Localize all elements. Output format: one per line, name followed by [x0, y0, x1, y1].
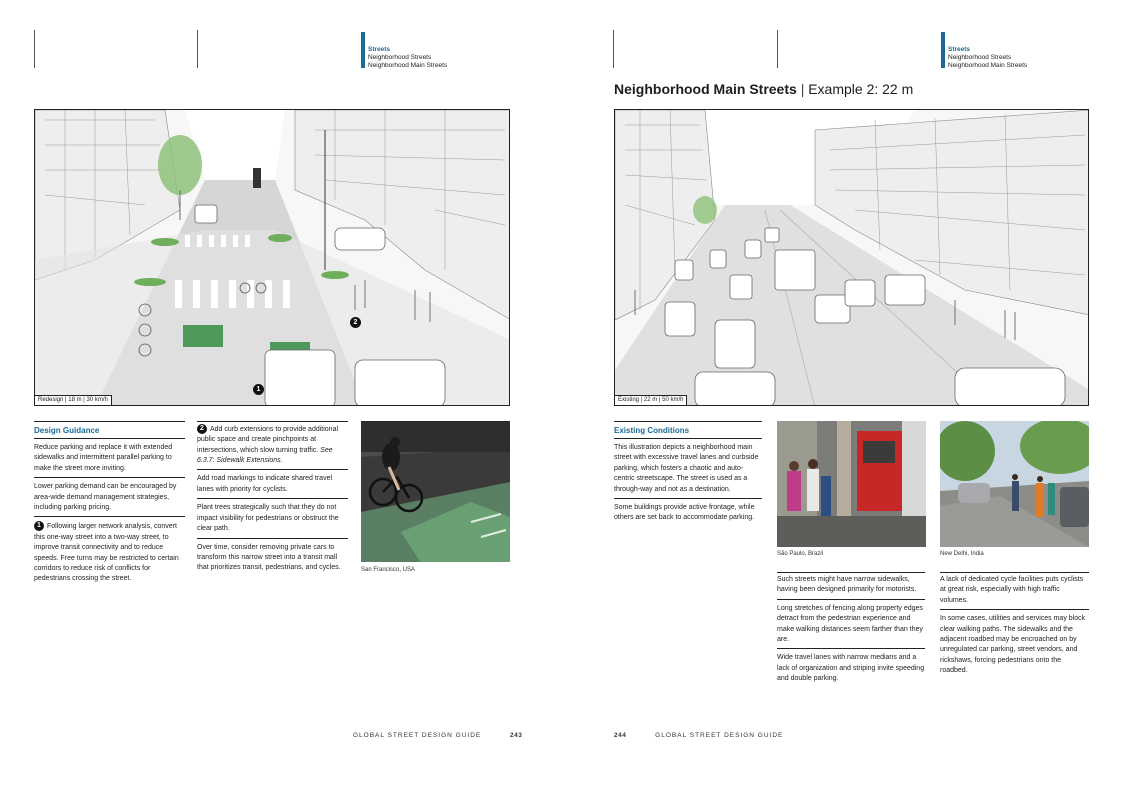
- conditions-paragraph: Some buildings provide active frontage, …: [614, 504, 755, 522]
- existing-illustration: Existing | 22 m | 50 km/h: [614, 109, 1089, 406]
- observation-paragraph: A lack of dedicated cycle facilities put…: [940, 572, 1089, 611]
- street-drawing: [615, 110, 1088, 405]
- observations-column-2: A lack of dedicated cycle facilities put…: [940, 572, 1089, 683]
- observation-paragraph: Such streets might have narrow sidewalks…: [777, 572, 925, 600]
- cyclist-photo: [361, 421, 510, 562]
- callout-marker-1: 1: [253, 384, 264, 395]
- observation-paragraph: Long stretches of fencing along property…: [777, 603, 925, 650]
- margin-rule: [777, 30, 778, 68]
- margin-rule: [197, 30, 198, 68]
- observation-paragraph: In some cases, utilities and services ma…: [940, 615, 1086, 675]
- tab-line1: Neighborhood Streets: [368, 54, 432, 61]
- footer-guide-title: GLOBAL STREET DESIGN GUIDE: [353, 732, 482, 739]
- title-sub: Example 2: 22 m: [808, 81, 914, 97]
- observation-paragraph: Wide travel lanes with narrow medians an…: [777, 654, 925, 683]
- design-guidance-heading: Design Guidance: [34, 421, 185, 439]
- photo-caption: New Delhi, India: [940, 551, 984, 557]
- design-guidance-column: Design Guidance Reduce parking and repla…: [34, 421, 185, 591]
- margin-rule: [34, 30, 35, 68]
- callout-marker-2: 2: [350, 317, 361, 328]
- new-delhi-photo: [940, 421, 1089, 547]
- observations-column-1: Such streets might have narrow sidewalks…: [777, 572, 925, 691]
- tab-line2: Neighborhood Main Streets: [368, 62, 448, 69]
- tab-line2: Neighborhood Main Streets: [948, 62, 1028, 69]
- section-tab-bar: [941, 32, 945, 68]
- guidance-paragraph: Over time, consider removing private car…: [197, 543, 341, 572]
- redesign-illustration: 2 1 Redesign | 18 m | 30 km/h: [34, 109, 510, 406]
- title-separator: |: [800, 81, 805, 97]
- tab-section: Streets: [368, 46, 391, 53]
- tab-section: Streets: [948, 46, 971, 53]
- section-tab: Streets Neighborhood Streets Neighborhoo…: [948, 46, 1027, 70]
- page-footer: GLOBAL STREET DESIGN GUIDE 243: [353, 732, 522, 739]
- footer-guide-title: GLOBAL STREET DESIGN GUIDE: [655, 732, 784, 739]
- title-main: Neighborhood Main Streets: [614, 81, 797, 97]
- margin-rule: [613, 30, 614, 68]
- street-drawing: [35, 110, 509, 405]
- section-tab: Streets Neighborhood Streets Neighborhoo…: [368, 46, 447, 70]
- guidance-text: Add curb extensions to provide additiona…: [197, 425, 339, 454]
- guidance-paragraph: Add road markings to indicate shared tra…: [197, 473, 348, 500]
- photo-caption: São Paulo, Brazil: [777, 551, 824, 557]
- sao-paulo-photo: [777, 421, 926, 547]
- existing-conditions-column: Existing Conditions This illustration de…: [614, 421, 762, 530]
- cross-reference: See 6.3.7: Sidewalk Extensions.: [197, 446, 333, 465]
- existing-conditions-heading: Existing Conditions: [614, 421, 762, 439]
- guidance-paragraph: Plant trees strategically such that they…: [197, 502, 348, 539]
- guidance-text: Following larger network analysis, conve…: [34, 523, 179, 583]
- page-footer: 244 GLOBAL STREET DESIGN GUIDE: [614, 732, 783, 739]
- number-badge: 1: [34, 521, 44, 532]
- guidance-paragraph: Reduce parking and replace it with exten…: [34, 442, 185, 479]
- tab-line1: Neighborhood Streets: [948, 54, 1012, 61]
- guidance-paragraph: Lower parking demand can be encouraged b…: [34, 481, 185, 518]
- page-title: Neighborhood Main Streets | Example 2: 2…: [614, 80, 913, 98]
- page-number: 244: [614, 732, 627, 739]
- figure-label: Existing | 22 m | 50 km/h: [615, 395, 688, 405]
- conditions-paragraph: This illustration depicts a neighborhood…: [614, 442, 762, 500]
- page-number: 243: [510, 732, 523, 739]
- number-badge: 2: [197, 424, 207, 434]
- section-tab-bar: [361, 32, 365, 68]
- figure-label: Redesign | 18 m | 30 km/h: [35, 395, 112, 405]
- photo-caption: San Francisco, USA: [361, 567, 416, 573]
